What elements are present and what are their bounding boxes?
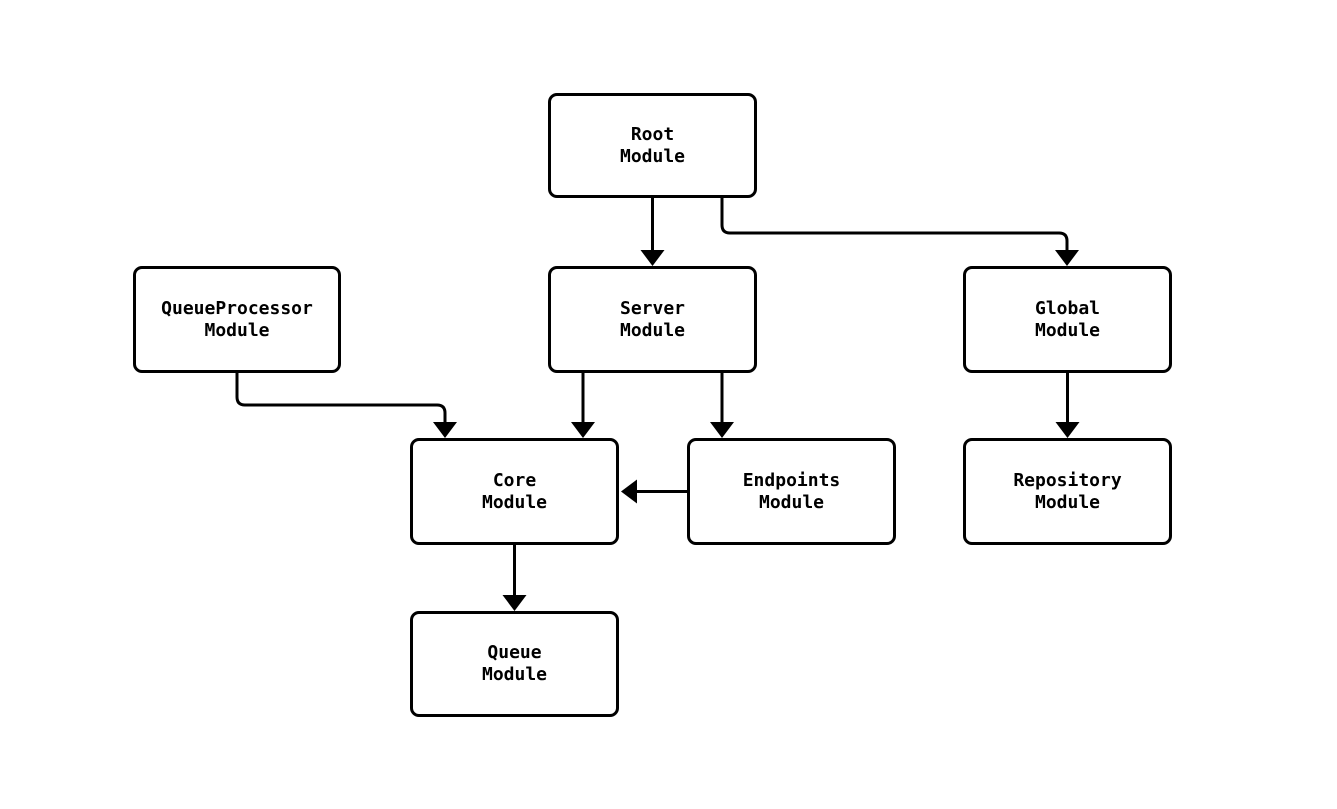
node-label: Module xyxy=(619,319,686,341)
node-label: Module xyxy=(1034,319,1101,341)
node-label: Core xyxy=(492,469,537,491)
node-root-module: Root Module xyxy=(548,93,757,198)
node-label: Endpoints xyxy=(742,469,841,491)
node-label: Global xyxy=(1034,297,1101,319)
node-endpoints-module: Endpoints Module xyxy=(687,438,896,545)
node-label: Module xyxy=(481,664,548,685)
node-label: Module xyxy=(1034,491,1101,513)
node-queueprocessor-module: QueueProcessor Module xyxy=(133,266,341,373)
node-label: Server xyxy=(619,297,686,319)
node-label: Module xyxy=(481,491,548,513)
node-label: Module xyxy=(204,319,270,341)
node-repository-module: Repository Module xyxy=(963,438,1172,545)
edge-queueprocessor-to-core xyxy=(235,373,457,438)
node-label: Module xyxy=(619,145,686,167)
node-label: Repository xyxy=(1013,469,1122,491)
node-label: Module xyxy=(758,491,825,513)
node-server-module: Server Module xyxy=(548,266,757,373)
node-label: Queue xyxy=(487,642,542,663)
node-label: Root xyxy=(630,123,675,145)
node-label: QueueProcessor xyxy=(161,297,313,319)
edge-root-to-global xyxy=(720,198,1079,266)
node-core-module: Core Module xyxy=(410,438,619,545)
node-global-module: Global Module xyxy=(963,266,1172,373)
node-queue-module: Queue Module xyxy=(410,611,619,717)
